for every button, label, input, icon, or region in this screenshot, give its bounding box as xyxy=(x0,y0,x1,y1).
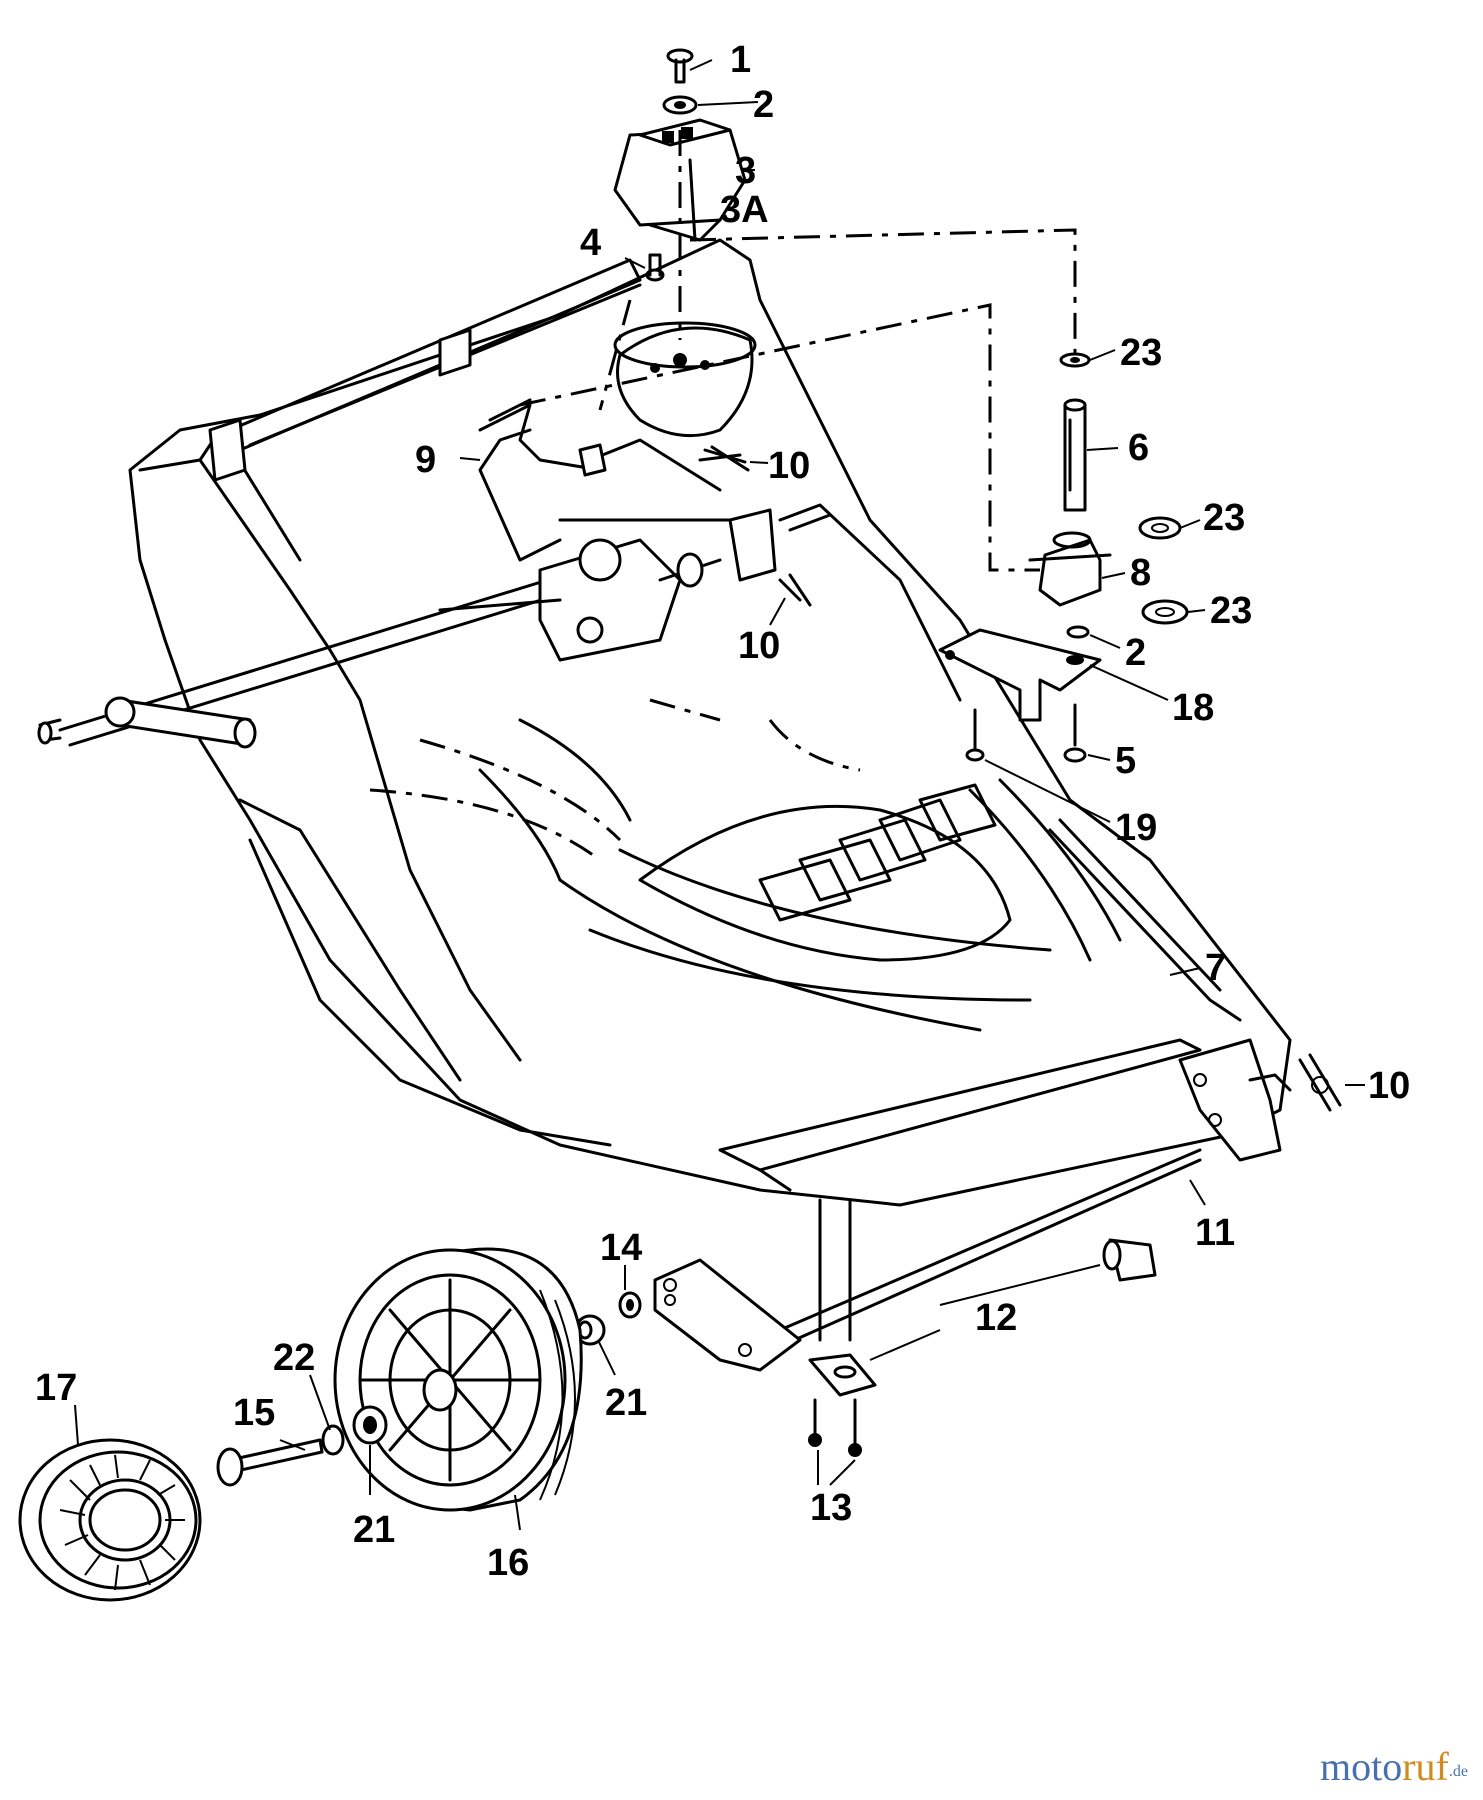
spindle-assembly xyxy=(938,352,1189,763)
callout-12: 12 xyxy=(975,1297,1017,1339)
callout-16: 16 xyxy=(487,1542,529,1584)
callout-8: 8 xyxy=(1130,552,1151,594)
callout-3a: 3A xyxy=(720,189,769,231)
svg-text:motoruf.de: motoruf.de xyxy=(1320,1744,1468,1789)
rear-handle-bar xyxy=(208,258,642,482)
callout-10-right: 10 xyxy=(1368,1065,1410,1107)
callout-9: 9 xyxy=(415,439,436,481)
rear-axle xyxy=(37,568,592,749)
watermark-part-b: ruf xyxy=(1402,1744,1449,1789)
spring-pin-10-right xyxy=(1298,1053,1342,1112)
bolt-1 xyxy=(666,48,694,84)
callout-13: 13 xyxy=(810,1487,852,1529)
bolt-4 xyxy=(645,253,665,282)
watermark-part-a: moto xyxy=(1320,1744,1402,1789)
support-rods xyxy=(818,1198,852,1342)
spring-pin-10-mid xyxy=(778,573,812,607)
washer-22 xyxy=(321,1424,345,1456)
callout-19: 19 xyxy=(1115,807,1157,849)
callout-22: 22 xyxy=(273,1337,315,1379)
callout-10-top: 10 xyxy=(768,445,810,487)
front-link-plate xyxy=(653,1258,802,1372)
callout-15: 15 xyxy=(233,1392,275,1434)
callout-21-right: 21 xyxy=(605,1382,647,1424)
callout-14: 14 xyxy=(600,1227,642,1269)
callout-11: 11 xyxy=(1195,1212,1235,1254)
callout-1: 1 xyxy=(730,39,751,81)
callout-5: 5 xyxy=(1115,740,1136,782)
callout-17: 17 xyxy=(35,1367,77,1409)
height-adjust-mechanism xyxy=(438,398,962,702)
watermark-suffix: .de xyxy=(1449,1763,1468,1780)
callout-23-mid: 23 xyxy=(1203,497,1245,539)
callout-3: 3 xyxy=(735,150,756,192)
bolt-15 xyxy=(216,1438,324,1487)
callout-21-left: 21 xyxy=(353,1509,395,1551)
callout-4: 4 xyxy=(580,222,601,264)
engine-dome xyxy=(613,321,757,438)
callout-23-top: 23 xyxy=(1120,332,1162,374)
spring-pin-10-top xyxy=(698,445,750,472)
callout-23-low: 23 xyxy=(1210,590,1252,632)
axle-sleeve-12 xyxy=(1102,1238,1157,1282)
washer-14 xyxy=(618,1291,642,1319)
callout-10-mid: 10 xyxy=(738,625,780,667)
washer-2-top xyxy=(662,95,698,115)
hubcap-17 xyxy=(18,1438,202,1602)
motoruf-watermark: motoruf.de xyxy=(1320,1744,1468,1789)
callout-2-top: 2 xyxy=(753,84,774,126)
callout-labels: 1 2 3 3A 4 23 6 23 8 23 2 18 5 19 9 10 1… xyxy=(35,39,1410,1584)
assembly-lines xyxy=(519,130,1077,572)
callout-7: 7 xyxy=(1205,947,1226,989)
callout-6: 6 xyxy=(1128,427,1149,469)
top-cover xyxy=(613,118,747,242)
bushing-21-left xyxy=(352,1405,388,1445)
wheel-16 xyxy=(333,1247,583,1512)
leader-lines xyxy=(74,59,1365,1531)
callout-18: 18 xyxy=(1172,687,1214,729)
mower-deck-housing xyxy=(128,238,1292,1207)
callout-2-right: 2 xyxy=(1125,632,1146,674)
clip-plate-13 xyxy=(808,1353,877,1457)
